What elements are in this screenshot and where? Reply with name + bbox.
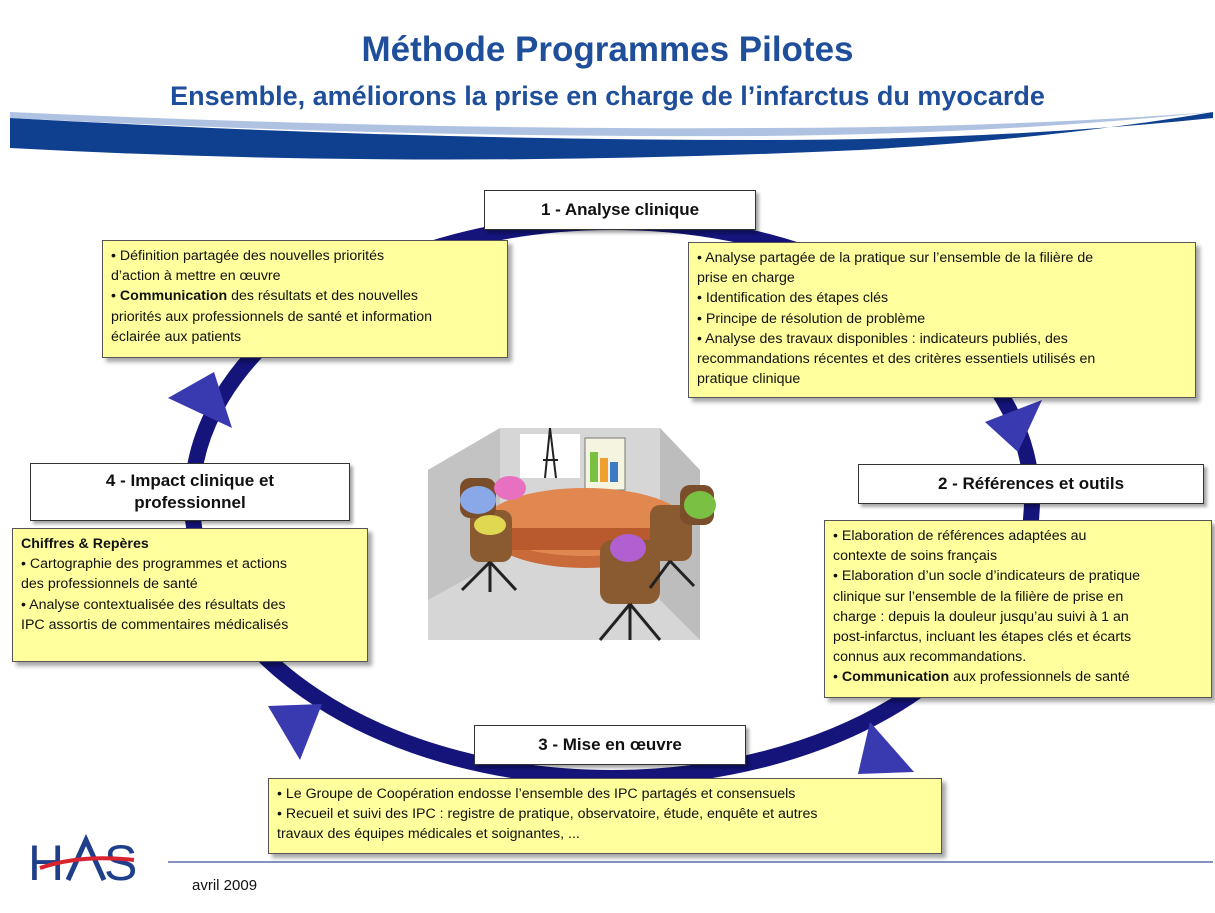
box-priorities-line-5: éclairée aux patients [111, 328, 242, 345]
box-references-line-8-rest: aux professionnels de santé [949, 669, 1130, 686]
header-swoosh [10, 112, 1213, 160]
box-priorities-line-3: • Communication des résultats et des nou… [111, 288, 418, 305]
box-implementation-line-3: travaux des équipes médicales et soignan… [277, 826, 580, 843]
box-figures: Chiffres & Repères • Cartographie des pr… [12, 528, 368, 662]
cycle-arrow-bottom-left-icon [268, 704, 322, 760]
box-analysis-line-1: • Analyse partagée de la pratique sur l’… [697, 250, 1094, 266]
meeting-room-illustration [428, 427, 716, 641]
svg-text:S: S [104, 835, 137, 891]
stage-3-label: 3 - Mise en œuvre [474, 725, 746, 765]
box-analysis: • Analyse partagée de la pratique sur l’… [688, 242, 1196, 398]
box-priorities-line-1: • Définition partagée des nouvelles prio… [111, 248, 385, 264]
cycle-arrow-right-icon [985, 400, 1042, 452]
box-figures-line-4: IPC assortis de commentaires médicalisés [21, 616, 289, 633]
box-priorities-line-3-rest: des résultats et des nouvelles [227, 288, 418, 305]
box-analysis-line-3: • Identification des étapes clés [697, 290, 889, 307]
cycle-arrow-top-left-icon [168, 372, 232, 428]
box-figures-line-1: • Cartographie des programmes et actions [21, 556, 287, 573]
box-references-line-2: contexte de soins français [833, 548, 998, 565]
box-references-line-3: • Elaboration d’un socle d’indicateurs d… [833, 568, 1141, 585]
box-analysis-line-2: prise en charge [697, 270, 795, 287]
stage-1-label: 1 - Analyse clinique [484, 190, 756, 230]
box-analysis-line-5: • Analyse des travaux disponibles : indi… [697, 330, 1068, 347]
stage-4-text: 4 - Impact clinique et professionnel [105, 471, 275, 512]
box-figures-heading: Chiffres & Repères [21, 536, 149, 552]
stage-4-label: 4 - Impact clinique et professionnel [30, 463, 350, 521]
stage-1-text: 1 - Analyse clinique [540, 200, 700, 219]
box-references-line-6: post-infarctus, incluant les étapes clés… [833, 629, 1132, 646]
page-title: Méthode Programmes Pilotes [361, 30, 854, 69]
box-implementation-line-1: • Le Groupe de Coopération endosse l’ens… [277, 786, 796, 802]
box-figures-line-2: des professionnels de santé [21, 576, 198, 593]
has-logo: H S [28, 833, 137, 891]
box-references-line-1: • Elaboration de références adaptées au [833, 528, 1087, 544]
box-references-line-4: clinique sur l’ensemble de la filière de… [833, 588, 1124, 605]
box-figures-line-3: • Analyse contextualisée des résultats d… [21, 596, 286, 613]
box-implementation-line-2: • Recueil et suivi des IPC : registre de… [277, 806, 818, 823]
box-references-line-5: charge : depuis la douleur jusqu’au suiv… [833, 608, 1129, 625]
stage-2-text: 2 - Références et outils [937, 474, 1125, 493]
box-implementation: • Le Groupe de Coopération endosse l’ens… [268, 778, 942, 854]
stage-2-label: 2 - Références et outils [858, 464, 1204, 504]
stage-3-text: 3 - Mise en œuvre [538, 735, 682, 754]
cycle-arrow-bottom-right-icon [858, 722, 914, 774]
box-analysis-line-4: • Principe de résolution de problème [697, 310, 926, 327]
box-priorities-line-4: priorités aux professionnels de santé et… [111, 308, 432, 325]
communication-bold-2: Communication [841, 669, 950, 686]
box-analysis-line-7: pratique clinique [697, 371, 801, 388]
page-subtitle: Ensemble, améliorons la prise en charge … [170, 81, 1045, 111]
box-references-line-7: connus aux recommandations. [833, 649, 1027, 666]
box-priorities-line-2: d’action à mettre en œuvre [111, 268, 281, 285]
communication-bold: Communication [119, 288, 228, 305]
header-swoosh-highlight [10, 112, 1213, 137]
footer-date: avril 2009 [192, 877, 258, 894]
box-priorities: • Définition partagée des nouvelles prio… [102, 240, 508, 358]
box-analysis-line-6: recommandations récentes et des critères… [697, 351, 1096, 368]
box-references-line-8: • Communication aux professionnels de sa… [833, 669, 1130, 686]
box-references: • Elaboration de références adaptées au … [824, 520, 1212, 698]
